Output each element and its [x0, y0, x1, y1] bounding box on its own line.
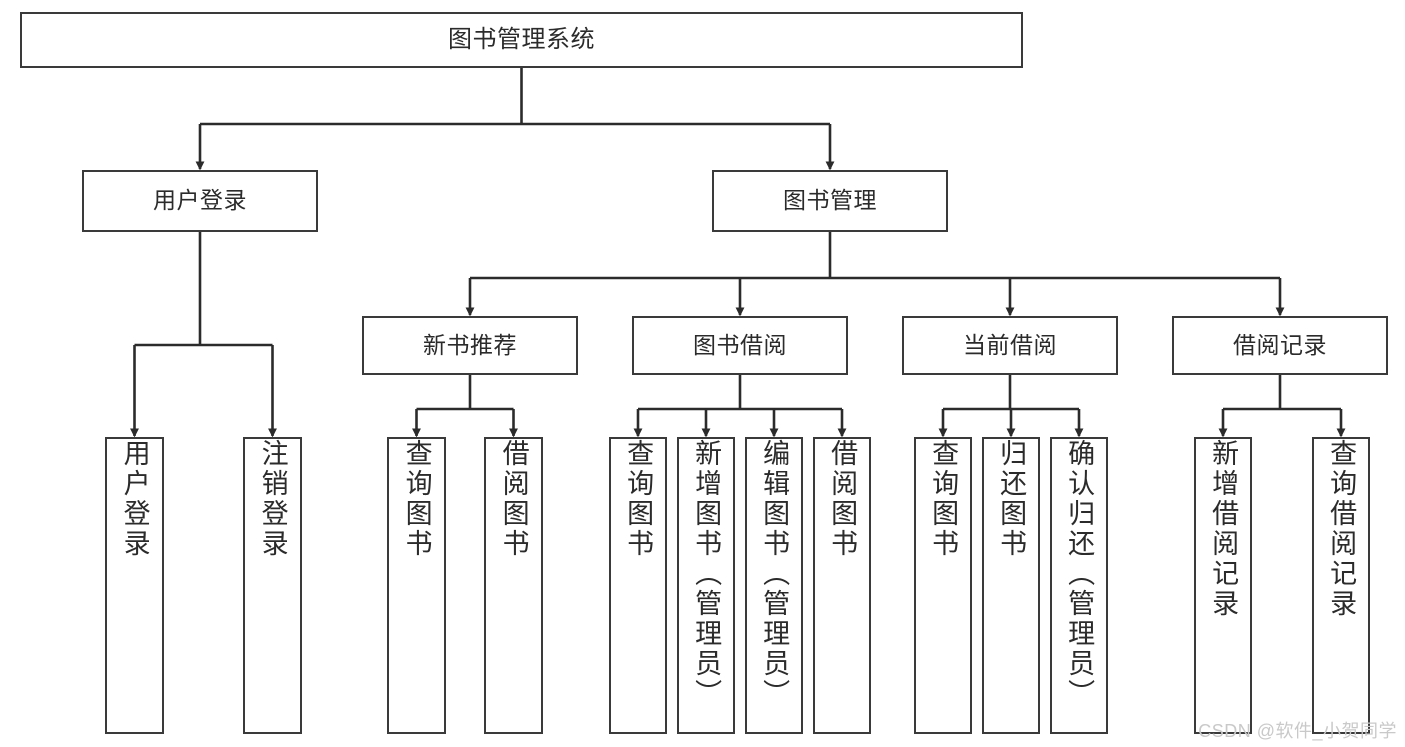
node-current-borrow-label: 当前借阅: [963, 331, 1057, 358]
leaf-edit-book-admin[interactable]: 编辑图书（管理员）: [745, 437, 803, 734]
leaf-add-book-admin[interactable]: 新增图书（管理员）: [677, 437, 735, 734]
leaf-add-borrow-record-label: 新增借阅记录: [1208, 439, 1239, 619]
leaf-borrow-book-recommend-label: 借阅图书: [498, 439, 529, 559]
leaf-query-book-label: 查询图书: [623, 439, 654, 559]
node-book-borrow[interactable]: 图书借阅: [632, 316, 848, 375]
leaf-edit-book-admin-label: 编辑图书（管理员）: [759, 439, 790, 709]
node-root[interactable]: 图书管理系统: [20, 12, 1023, 68]
leaf-confirm-return-admin-label: 确认归还（管理员）: [1064, 439, 1095, 709]
leaf-user-login[interactable]: 用户登录: [105, 437, 164, 734]
leaf-return-book-label: 归还图书: [996, 439, 1027, 559]
leaf-return-book[interactable]: 归还图书: [982, 437, 1040, 734]
leaf-query-book-recommend-label: 查询图书: [401, 439, 432, 559]
leaf-user-login-label: 用户登录: [119, 439, 150, 559]
node-root-label: 图书管理系统: [448, 25, 595, 53]
leaf-confirm-return-admin[interactable]: 确认归还（管理员）: [1050, 437, 1108, 734]
node-borrow-record[interactable]: 借阅记录: [1172, 316, 1388, 375]
node-user-login-label: 用户登录: [153, 187, 247, 214]
leaf-query-book-current-label: 查询图书: [928, 439, 959, 559]
node-new-book-recommend[interactable]: 新书推荐: [362, 316, 578, 375]
leaf-query-book[interactable]: 查询图书: [609, 437, 667, 734]
leaf-add-book-admin-label: 新增图书（管理员）: [691, 439, 722, 709]
node-book-management[interactable]: 图书管理: [712, 170, 948, 232]
node-book-management-label: 图书管理: [783, 187, 877, 214]
watermark: CSDN @软件_小贺同学: [1198, 721, 1397, 741]
leaf-query-book-current[interactable]: 查询图书: [914, 437, 972, 734]
leaf-borrow-book-recommend[interactable]: 借阅图书: [484, 437, 543, 734]
leaf-add-borrow-record[interactable]: 新增借阅记录: [1194, 437, 1252, 734]
node-current-borrow[interactable]: 当前借阅: [902, 316, 1118, 375]
leaf-user-logout-label: 注销登录: [257, 439, 288, 559]
leaf-query-book-recommend[interactable]: 查询图书: [387, 437, 446, 734]
node-new-book-recommend-label: 新书推荐: [423, 331, 517, 358]
node-book-borrow-label: 图书借阅: [693, 331, 787, 358]
leaf-user-logout[interactable]: 注销登录: [243, 437, 302, 734]
leaf-borrow-book[interactable]: 借阅图书: [813, 437, 871, 734]
leaf-borrow-book-label: 借阅图书: [827, 439, 858, 559]
node-borrow-record-label: 借阅记录: [1233, 331, 1327, 358]
leaf-query-borrow-record-label: 查询借阅记录: [1326, 439, 1357, 619]
leaf-query-borrow-record[interactable]: 查询借阅记录: [1312, 437, 1370, 734]
node-user-login[interactable]: 用户登录: [82, 170, 318, 232]
